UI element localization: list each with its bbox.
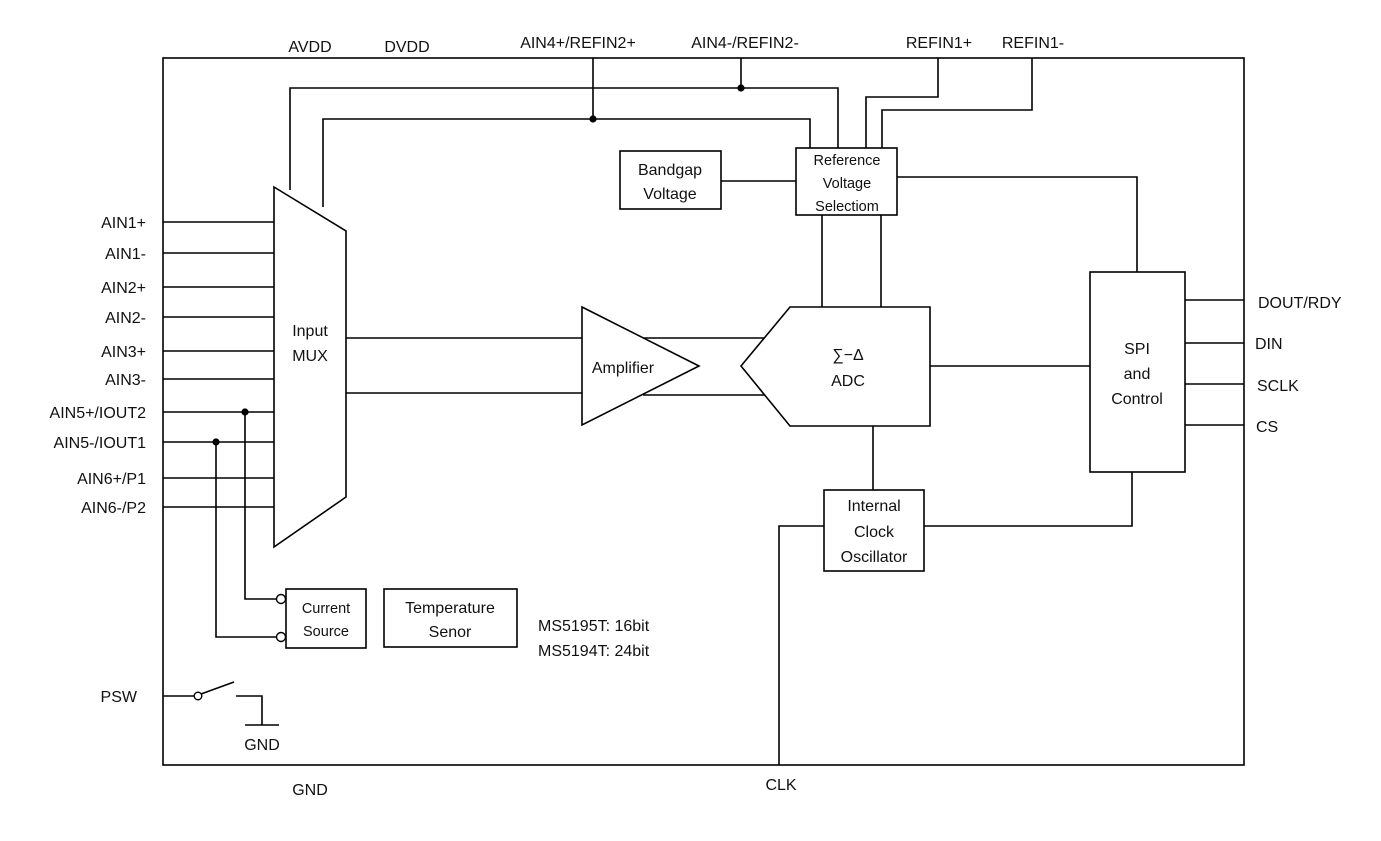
spi-label-line1: SPI bbox=[1124, 341, 1150, 358]
temperature-sensor-block bbox=[383, 588, 518, 648]
oscillator-label-line3: Oscillator bbox=[841, 549, 908, 566]
variant-note-ms5195t: MS5195T: 16bit bbox=[538, 618, 650, 635]
temperature-sensor-label-line1: Temperature bbox=[405, 600, 495, 617]
pin-dout-rdy-label: DOUT/RDY bbox=[1258, 295, 1342, 312]
oscillator-to-spi-wire bbox=[924, 472, 1133, 527]
pin-ain3n-label: AIN3- bbox=[105, 372, 146, 389]
pin-ain1p-label: AIN1+ bbox=[101, 215, 146, 232]
pin-dvdd-label: DVDD bbox=[384, 39, 429, 56]
bandgap-label-line1: Bandgap bbox=[638, 162, 702, 179]
reference-label-line3: Selectiom bbox=[815, 199, 879, 215]
bandgap-voltage-block bbox=[619, 150, 722, 210]
mux-to-amplifier-wires bbox=[346, 337, 582, 394]
internal-clock-oscillator-block bbox=[823, 489, 925, 572]
amplifier-to-adc-wires bbox=[643, 337, 767, 396]
sigma-delta-adc-block bbox=[739, 306, 931, 427]
bandgap-label-line2: Voltage bbox=[643, 186, 696, 203]
current-source-label-line2: Source bbox=[303, 624, 349, 640]
pin-ain3p-label: AIN3+ bbox=[101, 344, 146, 361]
reference-label-line1: Reference bbox=[814, 153, 881, 169]
spi-label-line3: Control bbox=[1111, 391, 1163, 408]
variant-note-ms5194t: MS5194T: 24bit bbox=[538, 643, 650, 660]
psw-switch bbox=[163, 681, 279, 726]
junction-dot bbox=[737, 84, 745, 92]
input-mux-label-line1: Input bbox=[292, 323, 328, 340]
junction-dot bbox=[241, 408, 249, 416]
right-pin-wires bbox=[1185, 299, 1244, 426]
pin-ain4n-refin2n-label: AIN4-/REFIN2- bbox=[691, 35, 799, 52]
amplifier-block bbox=[581, 305, 701, 427]
input-mux-block bbox=[273, 185, 347, 549]
pin-psw-label: PSW bbox=[101, 689, 138, 706]
pin-ain1n-label: AIN1- bbox=[105, 246, 146, 263]
pin-refin1p-label: REFIN1+ bbox=[906, 35, 972, 52]
current-source-block bbox=[285, 588, 367, 649]
pin-ain6n-p2-label: AIN6-/P2 bbox=[81, 500, 146, 517]
amplifier-label: Amplifier bbox=[592, 360, 655, 377]
pin-ain2p-label: AIN2+ bbox=[101, 280, 146, 297]
current-source-wiring bbox=[215, 412, 276, 638]
clk-pin-wire bbox=[778, 525, 824, 765]
reference-label-line2: Voltage bbox=[823, 176, 871, 192]
switch-gnd-label: GND bbox=[244, 737, 280, 754]
pin-cs-label: CS bbox=[1256, 419, 1278, 436]
spi-label-line2: and bbox=[1124, 366, 1151, 383]
pin-ain4p-refin2p-label: AIN4+/REFIN2+ bbox=[520, 35, 636, 52]
current-source-label-line1: Current bbox=[302, 601, 350, 617]
reference-to-adc-wires bbox=[821, 215, 882, 307]
left-pin-wires bbox=[163, 221, 274, 508]
temperature-sensor-label-line2: Senor bbox=[429, 624, 472, 641]
reference-to-spi-wire bbox=[897, 176, 1138, 272]
pin-ain5n-iout1-label: AIN5-/IOUT1 bbox=[54, 435, 147, 452]
current-source-terminal bbox=[275, 631, 287, 643]
pin-ain2n-label: AIN2- bbox=[105, 310, 146, 327]
pin-refin1n-label: REFIN1- bbox=[1002, 35, 1064, 52]
pin-ain6p-p1-label: AIN6+/P1 bbox=[77, 471, 146, 488]
pin-sclk-label: SCLK bbox=[1257, 378, 1299, 395]
junction-dot bbox=[589, 115, 597, 123]
adc-label-line1: ∑−Δ bbox=[832, 347, 864, 364]
reference-wiring bbox=[289, 58, 1033, 207]
reference-voltage-selection-block bbox=[795, 147, 898, 216]
pin-gnd-label: GND bbox=[292, 782, 328, 799]
junction-dot bbox=[212, 438, 220, 446]
spi-control-block bbox=[1089, 271, 1186, 473]
pin-clk-label: CLK bbox=[765, 777, 796, 794]
pin-din-label: DIN bbox=[1255, 336, 1283, 353]
oscillator-label-line2: Clock bbox=[854, 524, 895, 541]
pin-ain5p-iout2-label: AIN5+/IOUT2 bbox=[50, 405, 147, 422]
adc-label-line2: ADC bbox=[831, 373, 865, 390]
pin-avdd-label: AVDD bbox=[288, 39, 331, 56]
current-source-terminal bbox=[275, 593, 287, 605]
oscillator-label-line1: Internal bbox=[847, 498, 900, 515]
input-mux-label-line2: MUX bbox=[292, 348, 328, 365]
